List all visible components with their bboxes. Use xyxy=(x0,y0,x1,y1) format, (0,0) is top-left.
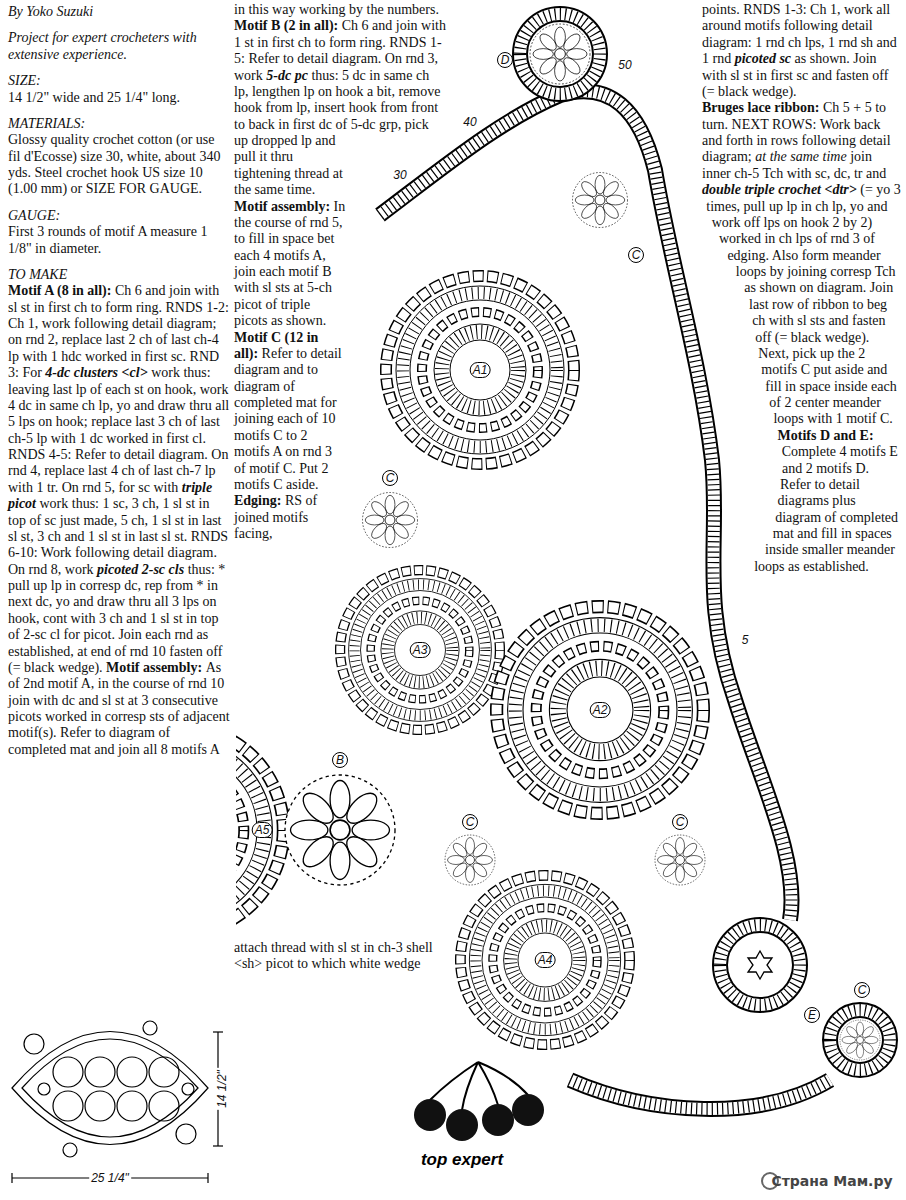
diagram-label: C xyxy=(628,247,644,263)
diagram-label: B xyxy=(332,752,348,768)
diagram-label: A3 xyxy=(410,642,431,658)
diagram-label: C xyxy=(382,470,398,486)
pattern-text: 14 1/2" wide and 25 1/4" long. xyxy=(8,90,180,105)
text-column: in this way working by the numbers.Motif… xyxy=(234,2,446,722)
paragraph: Motif C (12 in all):Refer to detail diag… xyxy=(234,330,446,494)
text-column: attach thread with sl st in ch-3 shell <… xyxy=(234,940,446,973)
pattern-text: Refer to detail diagram and to diagram o… xyxy=(234,346,342,492)
paragraph: Motif B (2 in all):Ch 6 and join with 1 … xyxy=(234,18,446,329)
pattern-text: Motif A (8 in all): xyxy=(8,283,111,298)
paragraph: Project for expert crocheters with exten… xyxy=(8,30,230,63)
text-column: points. RNDS 1-3: Ch 1, work all around … xyxy=(702,2,902,772)
pattern-text: In the course of rnd 5, to fill in space… xyxy=(234,199,345,329)
pattern-text: Motif B (2 in all): xyxy=(234,18,338,33)
paragraph: Edging:RS of joined motifs facing, xyxy=(234,493,446,542)
pattern-text: Motif assembly: xyxy=(106,660,202,675)
pattern-text: picoted 2-sc cls xyxy=(97,562,184,577)
pattern-text: attach thread with sl st in ch-3 shell <… xyxy=(234,940,433,971)
paragraph: points. RNDS 1-3: Ch 1, work all around … xyxy=(702,2,902,100)
paragraph: in this way working by the numbers. xyxy=(234,2,446,18)
diagram-label: E xyxy=(804,1007,820,1023)
pattern-text: GAUGE: xyxy=(8,208,60,223)
pattern-text: in this way working by the numbers. xyxy=(234,2,439,17)
pattern-text: Bruges lace ribbon: xyxy=(702,100,819,115)
diagram-label: D xyxy=(497,52,513,68)
diagram-label: C xyxy=(672,814,688,830)
diagram-label: C xyxy=(462,814,478,830)
diagram-label: A5 xyxy=(252,822,273,838)
diagram-label: 14 1/2" xyxy=(215,1068,229,1110)
paragraph: Bruges lace ribbon:Ch 5 + 5 to turn. NEX… xyxy=(702,100,902,428)
diagram-label: 40 xyxy=(461,115,478,129)
diagram-label: Страна Мам.ру xyxy=(769,1173,894,1189)
diagram-label: 30 xyxy=(391,168,408,182)
diagram-label: A4 xyxy=(535,952,556,968)
diagram-label: 25 1/4" xyxy=(89,1171,131,1185)
paragraph: First 3 rounds of motif A measure 1 1/8"… xyxy=(8,224,230,257)
diagram-label: C xyxy=(854,982,870,998)
pattern-text: 5-dc pc xyxy=(266,68,308,83)
pattern-text: picoted sc xyxy=(735,51,791,66)
pattern-text: Motif assembly: xyxy=(234,199,330,214)
pattern-text: Motifs D and E: xyxy=(778,428,874,443)
paragraph: Motifs D and E:Complete 4 motifs E and 2… xyxy=(702,428,902,575)
paragraph: Glossy quality crochet cotton (or use fi… xyxy=(8,132,230,198)
paragraph: Motif A (8 in all):Ch 6 and join with sl… xyxy=(8,283,230,758)
pattern-text: By Yoko Suzuki xyxy=(8,4,93,19)
paragraph: By Yoko Suzuki xyxy=(8,4,230,20)
diagram-label: top expert xyxy=(419,1150,505,1170)
pattern-text: SIZE: xyxy=(8,73,41,88)
pattern-text: TO MAKE xyxy=(8,267,67,282)
pattern-text: double triple crochet <dtr> xyxy=(702,182,857,197)
pattern-text: (= yo 3 times, pull up lp in ch lp, yo a… xyxy=(706,182,901,426)
pattern-text: Complete 4 motifs E and 2 motifs D. Refe… xyxy=(754,444,898,574)
diagram-label: 5 xyxy=(740,633,751,647)
diagram-label: A1 xyxy=(470,362,491,378)
cherries-logo xyxy=(414,1062,544,1141)
pattern-text: at the same time xyxy=(755,149,846,164)
paragraph: MATERIALS: xyxy=(8,116,230,132)
motif-e-star xyxy=(748,951,772,979)
pattern-text: Glossy quality crochet cotton (or use fi… xyxy=(8,132,220,196)
diagram-label: 50 xyxy=(616,58,633,72)
pattern-text: thus: 5 dc in same ch lp, lengthen lp on… xyxy=(234,68,440,198)
diagram-label: A2 xyxy=(590,702,611,718)
text-column: By Yoko SuzukiProject for expert crochet… xyxy=(8,4,230,758)
pattern-text: 4-dc clusters <cl> xyxy=(45,365,147,380)
pattern-text: First 3 rounds of motif A measure 1 1/8"… xyxy=(8,224,208,255)
pattern-text: MATERIALS: xyxy=(8,116,85,131)
pattern-text: Edging: xyxy=(234,493,281,508)
paragraph: GAUGE: xyxy=(8,208,230,224)
pattern-text: Project for expert crocheters with exten… xyxy=(8,30,197,61)
paragraph: attach thread with sl st in ch-3 shell <… xyxy=(234,940,446,973)
pattern-text: work thus: leaving last lp of each st on… xyxy=(8,365,229,495)
paragraph: TO MAKE xyxy=(8,267,230,283)
paragraph: 14 1/2" wide and 25 1/4" long. xyxy=(8,90,230,106)
completed-mat-diagram xyxy=(12,1021,223,1183)
pattern-text: thus: * pull up lp in corresp dc, rep fr… xyxy=(8,562,225,675)
paragraph: SIZE: xyxy=(8,73,230,89)
